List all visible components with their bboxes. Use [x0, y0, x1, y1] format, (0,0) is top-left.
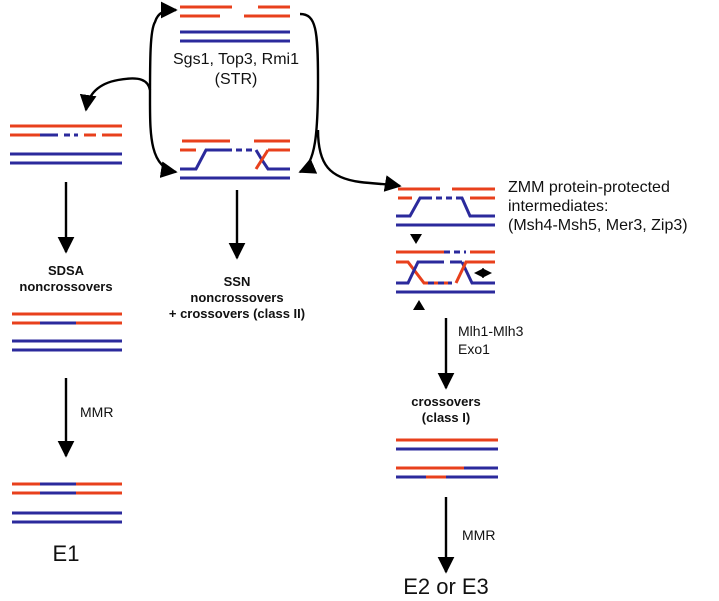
mmr-label-right: MMR — [462, 527, 496, 543]
sdsa-product — [12, 312, 122, 352]
str-loop-left-arrow — [148, 1, 178, 101]
zmm-label-line2: intermediates: — [508, 198, 609, 215]
sdsa-intermediate — [10, 124, 122, 165]
to-zmm-arrow — [316, 129, 402, 192]
ssn-label-line3: + crossovers (class II) — [168, 306, 306, 321]
to-sdsa-arrow — [79, 77, 152, 112]
crossovers-label-line2: (class I) — [421, 410, 471, 425]
ssn-intermediate — [180, 139, 290, 180]
mlh-label-line1: Mlh1-Mlh3 — [458, 323, 524, 339]
sdsa-label-line2: noncrossovers — [19, 279, 113, 294]
crossovers-label-line1: crossovers — [411, 394, 481, 409]
mlh-label-line2: Exo1 — [458, 341, 490, 357]
e2-or-e3-label: E2 or E3 — [403, 574, 489, 599]
ssn-label-line1: SSN — [223, 274, 251, 289]
str-molecule — [180, 5, 290, 43]
str-label-line1: Sgs1, Top3, Rmi1 — [173, 51, 299, 68]
double-holliday-junction — [396, 234, 495, 310]
zmm-intermediate-top — [396, 187, 495, 227]
zmm-label-line3: (Msh4-Msh5, Mer3, Zip3) — [508, 217, 688, 234]
to-ssn-arrow — [148, 99, 178, 178]
pathway-arrows — [57, 1, 455, 574]
e1-product — [12, 482, 122, 524]
crossover-product — [396, 438, 498, 479]
e1-label: E1 — [52, 541, 80, 566]
mmr-label-left: MMR — [80, 404, 114, 420]
sdsa-label-line1: SDSA — [47, 263, 85, 278]
zmm-label-line1: ZMM protein-protected — [508, 179, 670, 196]
str-loop-right-arrow — [298, 12, 320, 174]
str-label-line2: (STR) — [214, 71, 258, 88]
ssn-label-line2: noncrossovers — [190, 290, 284, 305]
